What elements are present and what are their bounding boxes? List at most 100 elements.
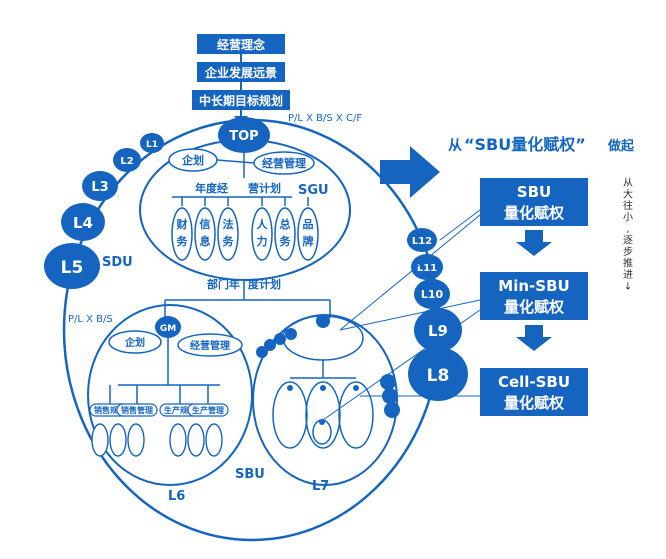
down-arrow-1 [516,230,552,256]
right-boxes: SBU 量化赋权 Min-SBU 量化赋权 Cell-SBU 量化赋权 [480,178,588,416]
annual-plan-right: 营计划 [248,181,281,195]
gm-manage-label: 经营管理 [190,339,230,352]
bead [380,374,396,390]
l6-ellipse [87,304,253,486]
function-oval [251,207,273,261]
l7-cell-1 [272,381,308,449]
bead [384,402,400,418]
function-char-top: 总 [280,217,291,231]
side-note-char: 进 [623,269,633,281]
level-node-l10 [414,279,450,309]
box-cell-sbu-line1: Cell-SBU [498,373,570,391]
side-note-char: ↓ [624,282,632,293]
function-char-bottom: 息 [200,234,211,248]
top-stack: 经营理念 企业发展远景 中长期目标规划 [192,34,290,124]
level-label-l11: L11 [417,263,437,274]
l7-dot-2 [320,385,326,391]
gm-cell [205,423,223,457]
gm-sub-label: 生产管理 [192,405,224,415]
right-level-chain: L12 L11 L10 L9 L8 [407,228,468,401]
function-char-top: 人 [257,217,269,231]
function-oval [194,207,216,261]
annual-plan-left: 年度经 [195,181,228,195]
function-char-bottom: 牌 [303,234,314,248]
sgu-plan-label: 企划 [181,153,204,167]
bead [285,328,297,340]
sgu-manage-label: 经营管理 [262,156,306,170]
heading-main: “SBU量化赋权” [464,135,586,154]
box-sbu [480,178,588,226]
gm-subunits: 销售规划销售管理生产规划生产管理 [89,385,229,457]
level-label-l10: L10 [421,288,444,301]
level-label-l8: L8 [427,366,450,386]
side-note-char: 从 [623,178,633,189]
function-char-top: 信 [200,217,211,231]
l7-dot-4 [319,419,325,425]
level-label-l1: L1 [146,140,158,150]
gm-plan-oval [108,330,162,354]
gm-manage-oval [177,333,243,357]
level-label-l3: L3 [91,180,108,195]
heading-prefix: 从 [448,138,462,154]
formula-top: P/L X B/S X C/F [288,113,362,124]
level-label-l2: L2 [120,156,133,167]
sbu-label: SBU [235,467,265,482]
gm-sub-label: 销售规划 [94,405,126,415]
function-char-bottom: 务 [177,234,189,248]
top-node-label: TOP [229,129,258,144]
function-oval [297,207,319,261]
function-char-top: 法 [223,217,234,231]
function-char-top: 财 [176,217,188,231]
box-sbu-line1: SBU [517,183,551,201]
level-label-l12: L12 [412,236,432,247]
function-oval [274,207,296,261]
function-char-bottom: 务 [223,234,235,248]
side-note-char: 往 [623,199,633,212]
box-cell-sbu-line2: 量化赋权 [504,394,565,412]
level-label-l5: L5 [61,258,84,278]
gm-cell [127,423,145,457]
sgu-link [216,159,255,164]
dept-plan-right: 度计划 [248,277,281,291]
box-cell-sbu [480,368,588,416]
function-char-bottom: 务 [280,234,292,248]
down-arrow-2 [516,325,552,351]
gm-sub-tag [116,403,158,417]
side-note-char: 小 [623,212,633,224]
gm-node [155,316,181,338]
sdu-label: SDU [102,255,133,270]
side-note-char: 步 [623,246,633,258]
bead [274,333,286,345]
stack-label-1: 经营理念 [217,37,265,52]
dept-plan-left: 部门年 [207,277,240,291]
function-oval [171,207,193,261]
function-char-top: 品 [303,218,314,231]
top-node [218,117,270,153]
stack-box-1 [197,34,285,54]
side-note-char: , [626,224,629,235]
bead [256,346,268,358]
gm-sub-tag [187,403,229,417]
level-node-l9 [414,308,462,352]
level-node-l1 [140,133,164,153]
level-node-l5 [44,243,100,289]
sgu-label: SGU [298,183,329,198]
level-node-l4 [61,203,105,241]
heading-suffix: 做起 [607,138,635,154]
connector-l7-min-sbu [339,299,481,331]
gm-sub-label: 生产规划 [164,405,196,415]
stack-box-3 [192,90,290,110]
gm-cell [91,423,109,457]
level-node-l2 [113,148,141,172]
box-min-sbu-line2: 量化赋权 [504,298,565,316]
gm-label: GM [160,324,176,334]
level-node-l8 [408,347,468,401]
l7-node [316,314,330,328]
side-note-char: 逐 [623,235,633,247]
left-level-chain: L1 L2 L3 L4 L5 [44,133,164,289]
level-node-l12 [407,228,437,252]
level-node-l11 [411,254,443,280]
